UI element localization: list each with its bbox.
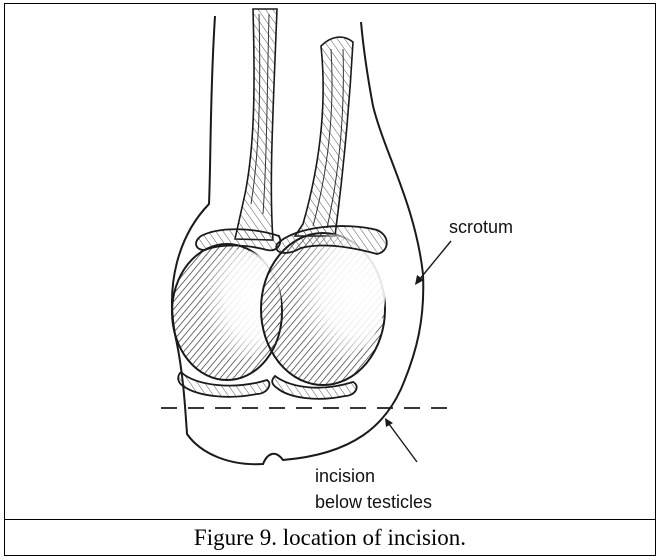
right-testicle xyxy=(261,226,387,399)
right-spermatic-cord xyxy=(295,37,353,236)
incision-arrow xyxy=(385,418,417,462)
scrotum-arrow xyxy=(415,241,451,285)
scrotum-illustration xyxy=(5,4,655,519)
incision-label: incision xyxy=(315,466,375,487)
figure-frame: scrotum incision below testicles Figure … xyxy=(4,3,656,556)
scrotum-label: scrotum xyxy=(449,217,513,238)
incision-sublabel: below testicles xyxy=(315,492,432,513)
illustration-area: scrotum incision below testicles xyxy=(5,4,655,520)
left-spermatic-cord xyxy=(235,9,277,240)
figure-caption: Figure 9. location of incision. xyxy=(5,520,655,555)
